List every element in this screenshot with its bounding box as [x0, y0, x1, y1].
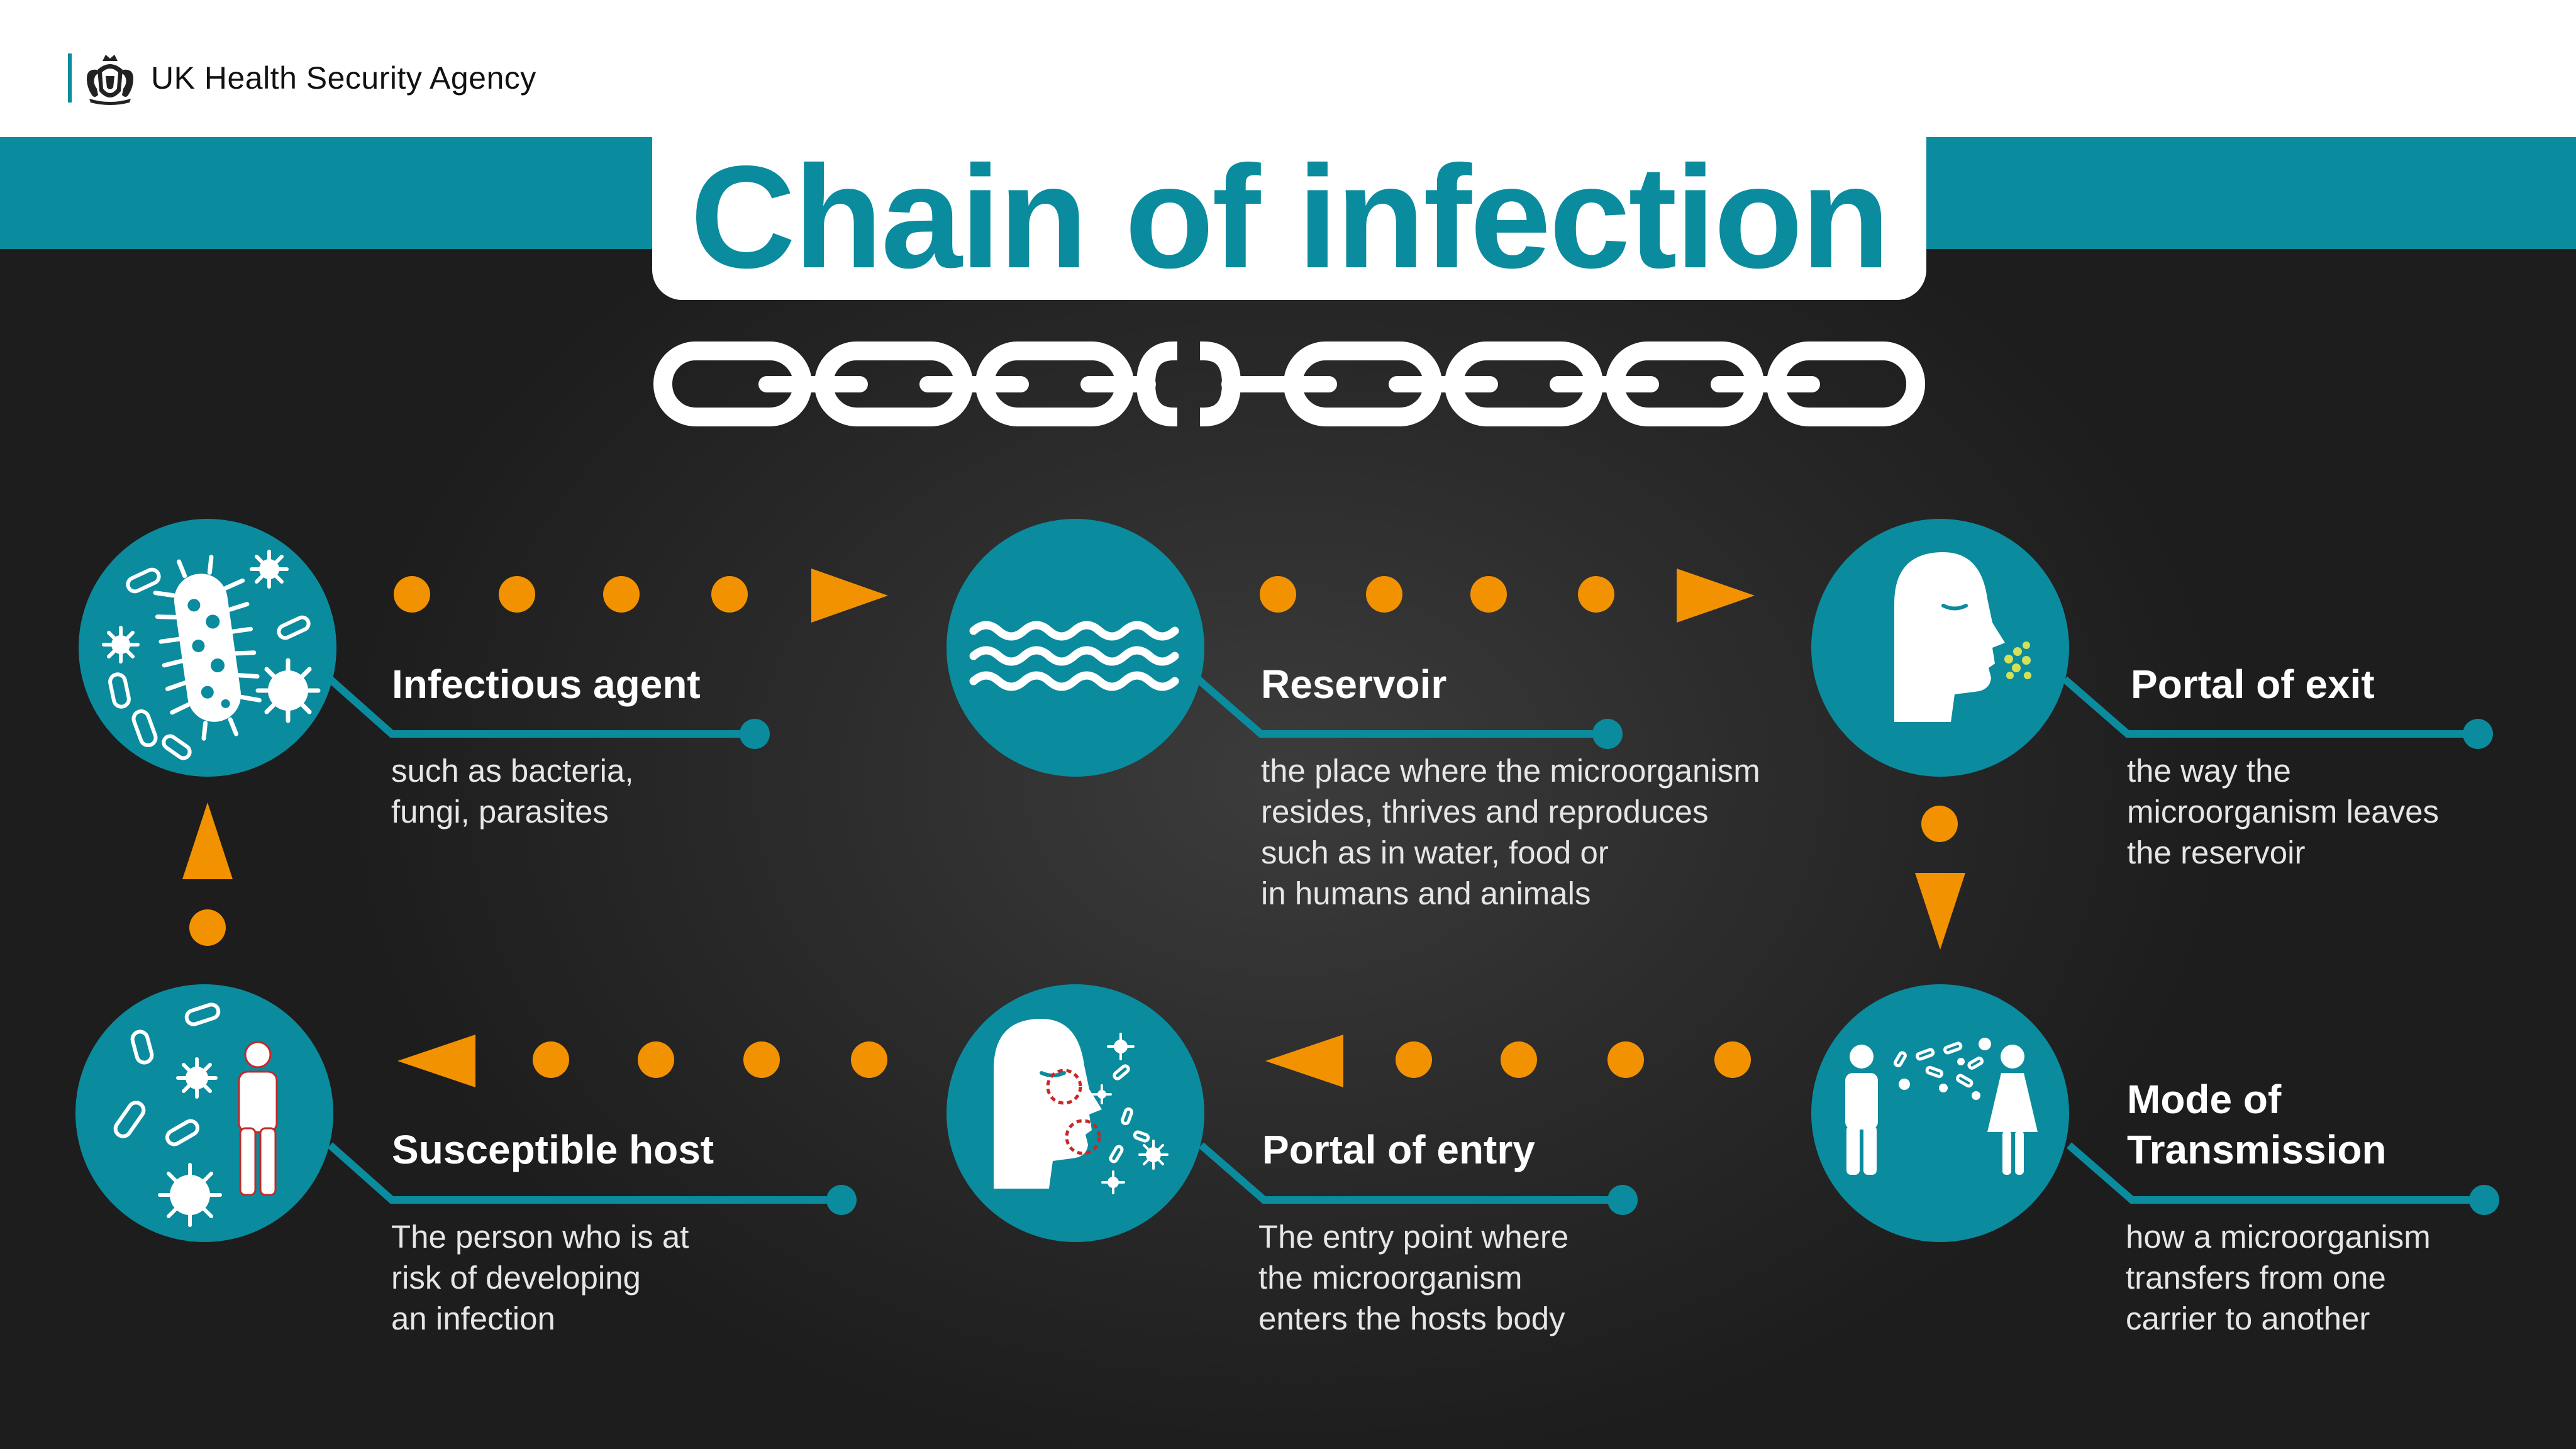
royal-crest-icon	[87, 55, 133, 105]
stage-description-infectious-agent: such as bacteria, fungi, parasites	[391, 750, 634, 832]
bacteria-virus-icon	[79, 519, 336, 777]
description-line: the way the	[2127, 753, 2291, 789]
label-line: Transmission	[2127, 1127, 2387, 1172]
stage-label-mode-of-transmission: Mode of Transmission	[2127, 1074, 2387, 1175]
description-line: such as in water, food or	[1261, 835, 1609, 870]
description-line: such as bacteria,	[391, 753, 634, 789]
stage-description-portal-of-exit: the way the microorganism leaves the res…	[2127, 750, 2439, 873]
flow-arrows	[182, 569, 1965, 1087]
page-title: Chain of infection	[690, 136, 1890, 299]
description-line: risk of developing	[391, 1260, 641, 1296]
arrow-transmission-to-entry	[1265, 1035, 1751, 1087]
stage-label-infectious-agent: Infectious agent	[392, 662, 701, 707]
description-line: microorganism leaves	[2127, 794, 2440, 830]
arrow-exit-to-transmission	[1915, 806, 1965, 950]
arrow-host-to-agent	[182, 802, 233, 946]
description-line: carrier to another	[2126, 1301, 2370, 1336]
person-host-icon	[75, 984, 333, 1242]
water-waves-icon	[947, 519, 1204, 777]
description-line: the reservoir	[2127, 835, 2306, 870]
stage-description-reservoir: the place where the microorganism reside…	[1261, 750, 1760, 914]
stage-label-reservoir: Reservoir	[1261, 662, 1447, 707]
stage-description-mode-of-transmission: how a microorganism transfers from one c…	[2126, 1216, 2431, 1339]
stage-label-susceptible-host: Susceptible host	[392, 1127, 714, 1172]
description-line: the place where the microorganism	[1261, 753, 1760, 789]
agency-name: UK Health Security Agency	[151, 60, 536, 96]
description-line: an infection	[391, 1301, 555, 1336]
people-transmission-icon	[1811, 984, 2069, 1242]
brand-divider	[68, 53, 72, 103]
label-line: Mode of	[2127, 1077, 2282, 1122]
head-exhaling-icon	[1811, 519, 2069, 777]
description-line: transfers from one	[2126, 1260, 2386, 1296]
header-bar	[0, 0, 2576, 137]
description-line: fungi, parasites	[391, 794, 609, 830]
stage-label-portal-of-exit: Portal of exit	[2131, 662, 2375, 707]
description-line: the microorganism	[1258, 1260, 1523, 1296]
connector-lines	[328, 676, 2484, 1204]
stage-label-portal-of-entry: Portal of entry	[1262, 1127, 1535, 1172]
chain-icon	[653, 341, 1925, 426]
stage-description-susceptible-host: The person who is at risk of developing …	[391, 1216, 689, 1339]
arrow-agent-to-reservoir	[394, 569, 888, 623]
arrow-reservoir-to-exit	[1260, 569, 1755, 623]
description-line: The person who is at	[391, 1219, 689, 1255]
description-line: enters the hosts body	[1258, 1301, 1565, 1336]
head-inhaling-icon	[947, 984, 1204, 1242]
description-line: The entry point where	[1258, 1219, 1569, 1255]
description-line: in humans and animals	[1261, 875, 1591, 911]
arrow-entry-to-host	[397, 1035, 887, 1087]
agency-brand: UK Health Security Agency	[68, 53, 536, 105]
connector-endpoints	[740, 719, 2499, 1215]
description-line: how a microorganism	[2126, 1219, 2431, 1255]
stage-description-portal-of-entry: The entry point where the microorganism …	[1258, 1216, 1568, 1339]
title-box: Chain of infection	[652, 137, 1926, 300]
description-line: resides, thrives and reproduces	[1261, 794, 1709, 830]
